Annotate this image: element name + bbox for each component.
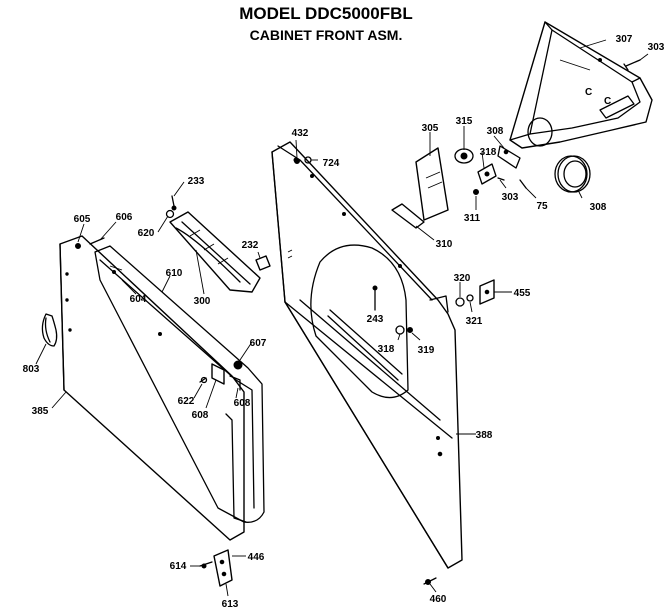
part-label: 308: [487, 126, 504, 137]
part-label: 622: [178, 396, 195, 407]
part-label: 388: [476, 430, 493, 441]
part-label: 303: [648, 42, 665, 53]
part-label: 610: [166, 268, 183, 279]
bracket-310: [391, 203, 425, 229]
part-label: 318: [480, 147, 497, 158]
part-label: 308: [590, 202, 607, 213]
part-label: 233: [188, 176, 205, 187]
part-label: 303: [502, 192, 519, 203]
part-label: 455: [514, 288, 531, 299]
part-label: 608: [192, 410, 209, 421]
svg-text:C: C: [604, 96, 611, 107]
svg-text:C: C: [585, 87, 592, 98]
part-label: 307: [616, 34, 633, 45]
panel-top-screws: [294, 156, 312, 164]
exhaust-seal-ring: [554, 155, 591, 193]
part-label: 432: [292, 128, 309, 139]
part-label: 385: [32, 406, 49, 417]
part-label: 604: [130, 294, 147, 305]
part-label: 460: [430, 594, 447, 605]
part-label: 311: [464, 213, 481, 224]
part-label: 318: [378, 344, 395, 355]
door-screws: [89, 195, 177, 245]
lint-filter: [169, 211, 261, 293]
right-side-hardware: [455, 279, 495, 307]
knob-232: [255, 255, 271, 271]
door-hinge-hardware: [199, 360, 243, 391]
part-label: 243: [367, 314, 384, 325]
switch-bracket: [415, 147, 449, 221]
assembly-title: CABINET FRONT ASM.: [250, 27, 403, 43]
part-label: 608: [234, 398, 251, 409]
door-handle: [41, 313, 58, 347]
switch-parts: [454, 145, 527, 195]
part-label: 606: [116, 212, 133, 223]
part-label: 320: [454, 273, 471, 284]
part-label: 724: [323, 158, 340, 169]
blower-housing: C C: [509, 21, 653, 149]
part-label: 614: [170, 561, 187, 572]
part-label: 310: [436, 239, 453, 250]
front-panel-assembly: [271, 141, 463, 569]
leader-lines: [35, 39, 649, 597]
part-label: 620: [138, 228, 155, 239]
part-label: 319: [418, 345, 435, 356]
part-label: 321: [466, 316, 483, 327]
part-label: 75: [536, 201, 548, 212]
part-label: 315: [456, 116, 473, 127]
part-label: 305: [422, 123, 439, 134]
screw-303-top: [623, 59, 641, 71]
part-label: 613: [222, 599, 239, 610]
model-title: MODEL DDC5000FBL: [239, 4, 413, 23]
part-labels: 307 303 432 724 305 315 318 308 303 75 3…: [23, 34, 665, 610]
bottom-hinge: [199, 549, 233, 587]
part-label: 607: [250, 338, 267, 349]
part-label: 803: [23, 364, 40, 375]
screw-460: [423, 577, 437, 585]
part-label: 446: [248, 552, 265, 563]
dryer-door: [59, 235, 265, 541]
part-label: 232: [242, 240, 259, 251]
part-label: 605: [74, 214, 91, 225]
part-label: 300: [194, 296, 211, 307]
